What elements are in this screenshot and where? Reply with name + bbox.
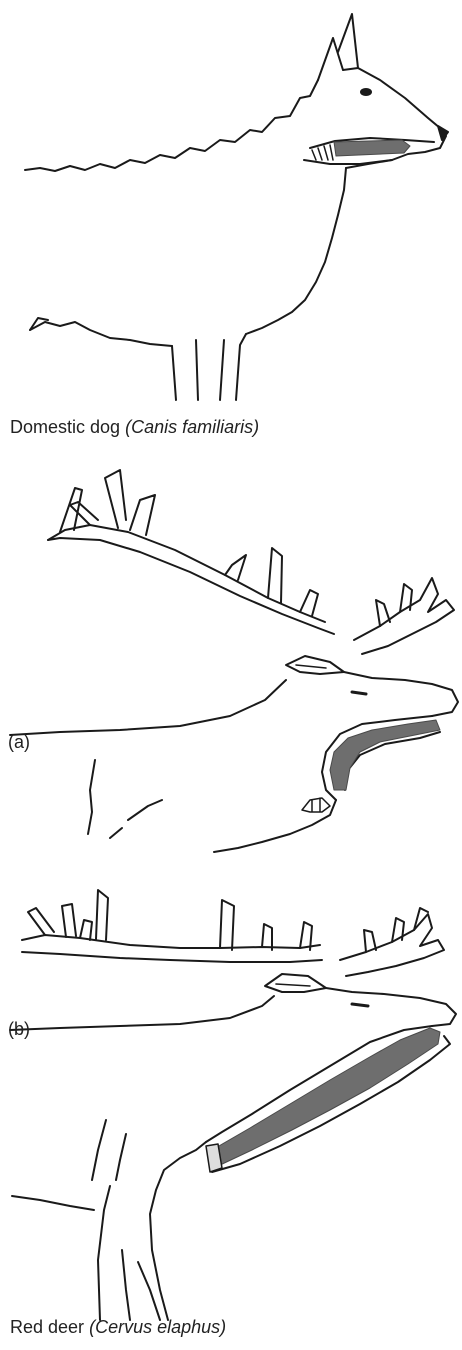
dog-neck-front <box>246 168 346 334</box>
deer-b-belly <box>12 1196 94 1210</box>
panel-label-a: (a) <box>8 731 30 753</box>
dog-ear-left <box>318 38 343 80</box>
deer-a-ear-inner <box>296 665 326 668</box>
dog-vocal-tract <box>334 140 410 156</box>
dog-hind-leg <box>172 340 198 400</box>
dog-belly <box>30 322 172 346</box>
deer-a-antler-left-lower <box>48 538 334 634</box>
deer-b-antler-tines <box>28 890 312 950</box>
dog-common-name: Domestic dog <box>10 417 120 437</box>
deer-a-antler-tines <box>60 470 318 616</box>
deer-caption: Red deer (Cervus elaphus) <box>10 1316 226 1338</box>
deer-a-body-sketch <box>88 760 162 838</box>
panel-label-b: (b) <box>8 1018 30 1040</box>
deer-a-ear <box>286 656 344 674</box>
dog-back-outline <box>25 80 318 171</box>
deer-b-eye <box>352 1004 368 1006</box>
deer-a-teeth <box>302 798 330 812</box>
deer-b-shoulder <box>92 1120 126 1180</box>
deer-b-ear-inner <box>276 984 310 986</box>
deer-b-vocal-tract <box>212 1028 440 1166</box>
dog-nose <box>438 126 448 140</box>
dog-latin-name: (Canis familiaris) <box>125 417 259 437</box>
deer-b-drawing <box>10 890 456 1320</box>
dog-lower-jaw <box>304 160 392 164</box>
deer-a-neck-back <box>10 680 286 735</box>
deer-common-name: Red deer <box>10 1317 84 1337</box>
deer-a-chest <box>214 800 336 852</box>
deer-b-front-leg <box>98 1186 160 1320</box>
deer-b-neck-back <box>10 996 274 1030</box>
deer-latin-name: (Cervus elaphus) <box>89 1317 226 1337</box>
deer-a-drawing <box>10 470 458 852</box>
dog-eye <box>361 89 371 95</box>
deer-b-antler-right <box>340 914 444 976</box>
deer-a-eye <box>352 692 366 694</box>
dog-drawing <box>25 14 448 400</box>
deer-a-antler-right-tines <box>376 584 412 626</box>
deer-b-antler-left-lower <box>22 952 322 962</box>
deer-b-head <box>326 988 456 1026</box>
deer-b-ear <box>265 974 326 992</box>
deer-b-antler-right-tines <box>364 908 428 952</box>
dog-ear-right <box>338 14 358 68</box>
deer-b-chest <box>150 1142 206 1320</box>
dog-front-leg <box>220 334 246 400</box>
dog-caption: Domestic dog (Canis familiaris) <box>10 416 259 438</box>
